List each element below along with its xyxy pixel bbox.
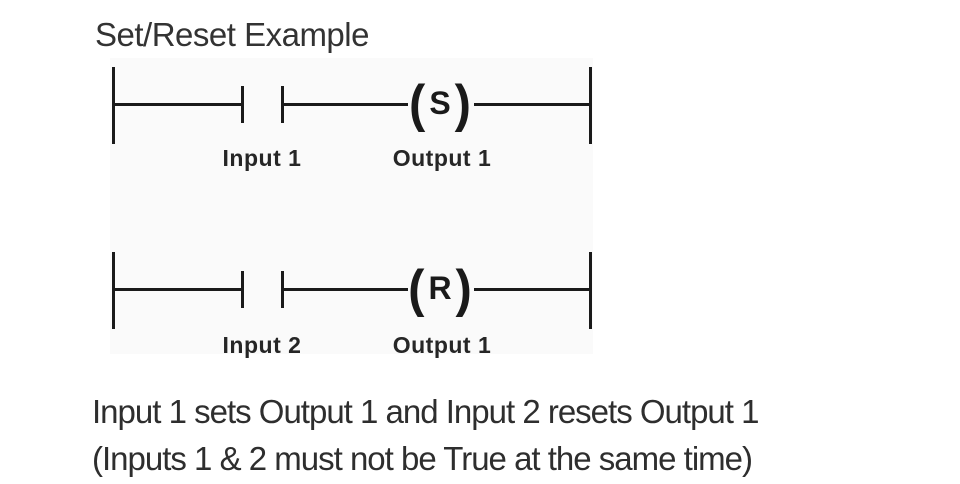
wire-segment [284, 103, 408, 106]
coil-letter: S [429, 85, 451, 121]
coil-paren-open-icon: ( [409, 74, 426, 133]
coil-paren-close-icon: ) [455, 259, 472, 318]
contact-label: Input 1 [222, 145, 302, 171]
contact-label: Input 2 [222, 332, 302, 358]
wire-segment [112, 103, 243, 106]
coil-label: Output 1 [392, 332, 492, 358]
coil-label: Output 1 [392, 145, 492, 171]
ladder-rung-set: ( S ) Input 1 Output 1 [112, 67, 592, 182]
coil-paren-close-icon: ) [454, 74, 471, 133]
reset-coil-symbol: ( R ) [402, 261, 478, 317]
wire-segment [474, 103, 592, 106]
wire-segment [112, 288, 243, 291]
caption-line-2: (Inputs 1 & 2 must not be True at the sa… [92, 440, 753, 477]
ladder-rung-reset: ( R ) Input 2 Output 1 [112, 252, 592, 367]
wire-segment [284, 288, 408, 291]
caption-line-1: Input 1 sets Output 1 and Input 2 resets… [92, 393, 759, 430]
coil-letter: R [428, 270, 452, 306]
contact-symbol-bar [281, 271, 284, 308]
diagram-title: Set/Reset Example [95, 16, 369, 53]
coil-paren-open-icon: ( [408, 259, 425, 318]
wire-segment [474, 288, 592, 291]
caption-text: Input 1 sets Output 1 and Input 2 resets… [92, 388, 922, 482]
contact-symbol-bar [281, 86, 284, 123]
contact-symbol-bar [241, 271, 244, 308]
set-coil-symbol: ( S ) [402, 76, 478, 132]
ladder-diagram-background [110, 58, 593, 354]
contact-symbol-bar [241, 86, 244, 123]
